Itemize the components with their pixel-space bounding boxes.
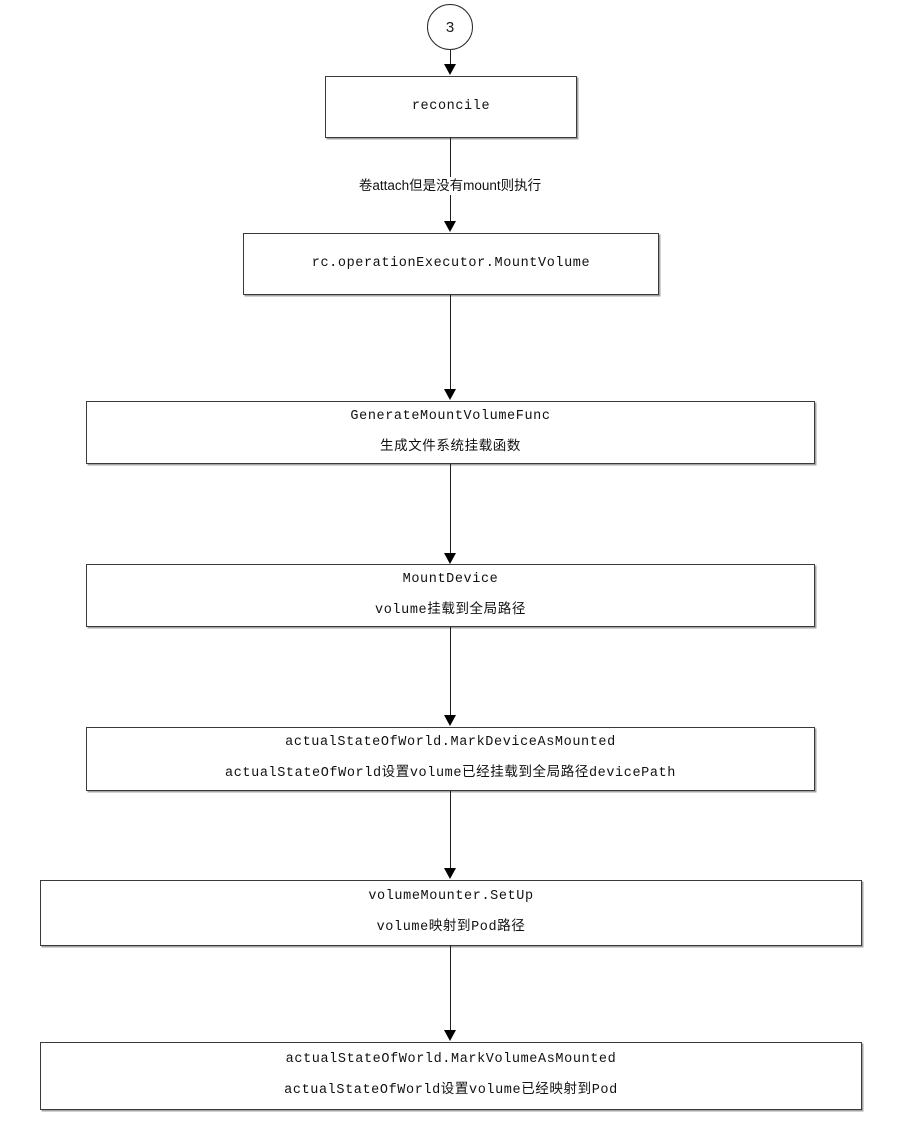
- connector-setup-to-mark-volume: [450, 946, 451, 1031]
- node-mark-volume-secondary: actualStateOfWorld设置volume已经映射到Pod: [284, 1083, 618, 1098]
- node-mark-volume-as-mounted[interactable]: actualStateOfWorld.MarkVolumeAsMounted a…: [40, 1042, 862, 1110]
- arrowhead-mark-device-to-setup: [443, 868, 456, 879]
- node-generate-primary: GenerateMountVolumeFunc: [350, 408, 551, 424]
- connector-generate-to-mount-device: [450, 464, 451, 554]
- arrowhead-mount-volume-to-generate: [443, 389, 456, 400]
- connector-mount-device-to-mark-device: [450, 627, 451, 716]
- node-mark-device-as-mounted[interactable]: actualStateOfWorld.MarkDeviceAsMounted a…: [86, 727, 815, 791]
- arrowhead-mount-device-to-mark-device: [443, 715, 456, 726]
- node-mark-device-primary: actualStateOfWorld.MarkDeviceAsMounted: [285, 735, 616, 751]
- connector-mark-device-to-setup: [450, 791, 451, 869]
- arrowhead-generate-to-mount-device: [443, 553, 456, 564]
- node-setup-secondary: volume映射到Pod路径: [376, 920, 526, 935]
- node-mount-device-secondary: volume挂载到全局路径: [375, 602, 526, 618]
- arrowhead-reconcile-to-mount-volume: [443, 221, 456, 232]
- node-reconcile-primary: reconcile: [411, 98, 491, 114]
- node-rc-operation-executor-mount-volume[interactable]: rc.operationExecutor.MountVolume: [243, 233, 659, 295]
- node-setup-primary: volumeMounter.SetUp: [368, 889, 534, 905]
- connector-start-to-reconcile: [450, 50, 451, 65]
- arrowhead-start-to-reconcile: [443, 64, 456, 75]
- node-mark-volume-primary: actualStateOfWorld.MarkVolumeAsMounted: [285, 1052, 617, 1068]
- start-connector-label: 3: [445, 18, 455, 36]
- node-volume-mounter-setup[interactable]: volumeMounter.SetUp volume映射到Pod路径: [40, 880, 862, 946]
- node-generate-secondary: 生成文件系统挂载函数: [380, 439, 521, 455]
- node-reconcile[interactable]: reconcile: [325, 76, 577, 138]
- edge-label-attach-no-mount: 卷attach但是没有mount则执行: [354, 177, 546, 195]
- node-mount-device-primary: MountDevice: [402, 571, 499, 587]
- node-mount-volume-primary: rc.operationExecutor.MountVolume: [311, 255, 591, 271]
- arrowhead-setup-to-mark-volume: [443, 1030, 456, 1041]
- node-generate-mount-volume-func[interactable]: GenerateMountVolumeFunc 生成文件系统挂载函数: [86, 401, 815, 464]
- connector-mount-volume-to-generate: [450, 295, 451, 390]
- node-mount-device[interactable]: MountDevice volume挂载到全局路径: [86, 564, 815, 627]
- node-mark-device-secondary: actualStateOfWorld设置volume已经挂载到全局路径devic…: [225, 766, 676, 781]
- start-connector-node[interactable]: 3: [427, 4, 473, 50]
